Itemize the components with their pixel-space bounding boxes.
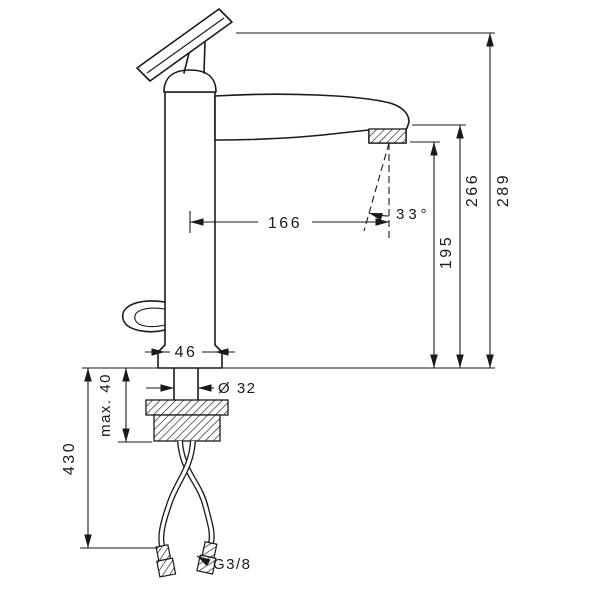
handle-dome bbox=[163, 69, 217, 93]
thread-leader-arrow bbox=[196, 555, 211, 567]
supply-hose-left-core bbox=[159, 440, 195, 547]
jet-projection: 33° bbox=[363, 142, 431, 238]
dimension-lines: 289 266 195 166 46 Ø 32 max. 40 430 bbox=[61, 32, 512, 573]
lever-detail-line bbox=[146, 17, 225, 74]
outlet-height-label: 195 bbox=[438, 235, 455, 269]
jet-angle-label: 33° bbox=[396, 206, 431, 223]
connection-thread-label: G3/8 bbox=[213, 556, 252, 573]
hose-fitting-left bbox=[155, 544, 177, 578]
supply-hose-right bbox=[177, 440, 215, 544]
supply-hose-right-core bbox=[178, 440, 214, 544]
spout-top-height-label: 266 bbox=[464, 173, 481, 207]
spout-reach-label: 166 bbox=[268, 215, 302, 232]
hose-length-label: 430 bbox=[61, 441, 78, 475]
base-width-label-bg bbox=[170, 343, 202, 360]
overall-height-label: 289 bbox=[495, 173, 512, 207]
hole-diameter-label: Ø 32 bbox=[218, 380, 257, 397]
faucet-outline bbox=[122, 8, 410, 578]
drain-pull-rod-inner bbox=[134, 307, 166, 328]
aerator bbox=[368, 128, 407, 144]
faucet-spout bbox=[214, 93, 410, 144]
supply-hoses bbox=[158, 440, 215, 547]
mounting-nut bbox=[153, 414, 221, 442]
drain-pull-rod bbox=[122, 300, 166, 333]
mounting-flange bbox=[145, 399, 229, 416]
counter-thickness-label: max. 40 bbox=[97, 373, 114, 437]
base-width-label: 46 bbox=[175, 344, 198, 361]
supply-hose-left bbox=[158, 440, 196, 547]
jet-angled-dashed-line bbox=[363, 142, 390, 232]
lever-neck-left bbox=[183, 52, 190, 74]
jet-angle-arc bbox=[368, 212, 390, 221]
lever-neck-right bbox=[203, 41, 206, 74]
